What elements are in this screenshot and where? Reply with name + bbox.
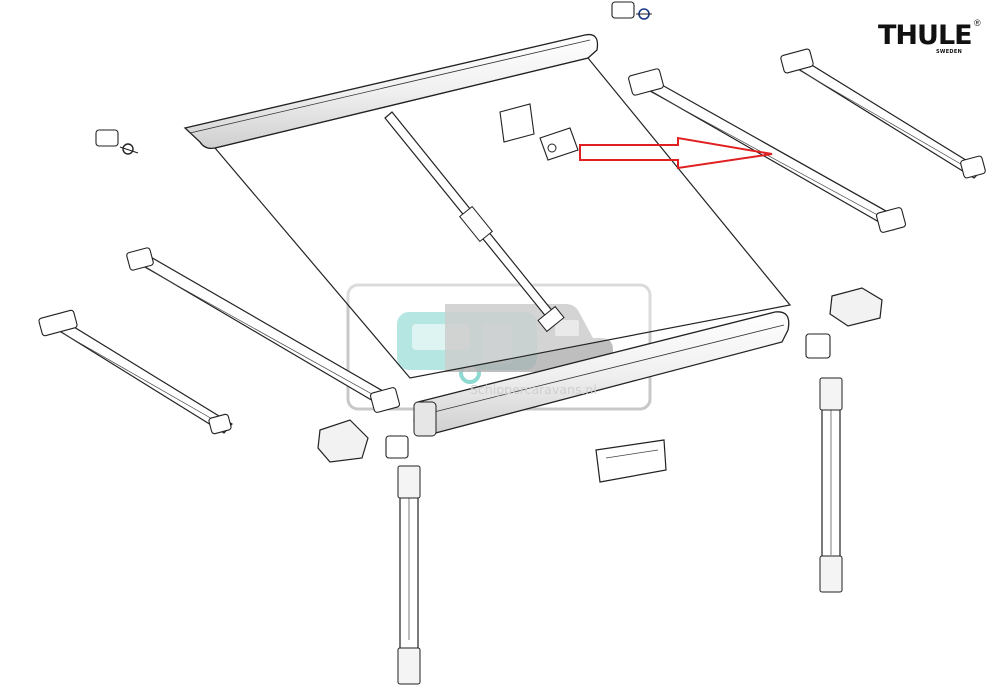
right-arm-front <box>780 48 986 179</box>
brand-subtitle: SWEDEN <box>936 49 963 55</box>
screw-cap-left <box>95 129 139 155</box>
screw-cap-top <box>611 1 652 20</box>
watermark-text: Schippercaravans.nl <box>470 382 597 397</box>
wall-bracket <box>499 103 579 161</box>
front-cover-profile <box>183 33 599 150</box>
brand-logo: THULE <box>878 20 973 51</box>
arm-end-cap-right <box>805 287 883 359</box>
center-bracket <box>595 439 667 483</box>
roller-tube <box>413 311 790 437</box>
callout-arrow <box>579 136 773 170</box>
left-arm-inner <box>38 309 233 435</box>
arm-end-cap-left <box>317 419 409 463</box>
right-leg <box>819 377 843 593</box>
tension-rafter <box>384 111 565 333</box>
left-arm-outer <box>126 247 401 413</box>
registered-mark: ® <box>974 18 981 28</box>
left-leg <box>397 465 421 685</box>
